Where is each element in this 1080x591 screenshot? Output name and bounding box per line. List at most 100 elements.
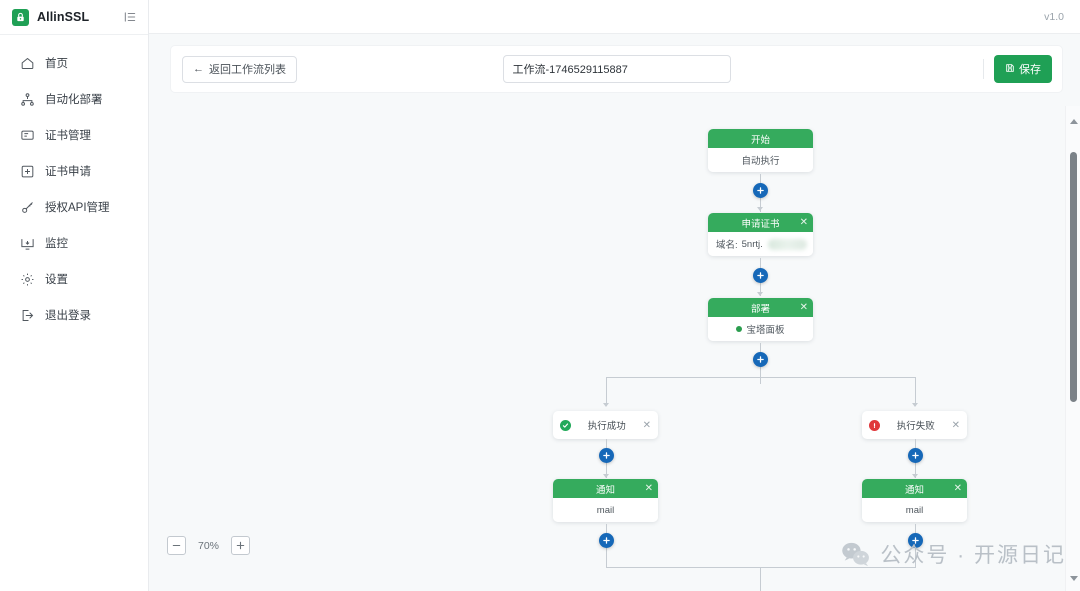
save-button[interactable]: 保存 (994, 55, 1052, 83)
brand-header: AllinSSL (0, 0, 148, 35)
canvas-scrollbar[interactable] (1065, 106, 1080, 591)
zoom-in-button[interactable] (231, 536, 251, 555)
node-notify-failure-title: 通知 (904, 484, 924, 496)
key-icon (20, 200, 35, 215)
node-notify-success-body-text: mail (596, 504, 615, 516)
add-node-button-7[interactable] (908, 533, 923, 548)
sidebar-item-label: 自动化部署 (45, 94, 103, 106)
back-to-workflow-list-button[interactable]: ← 返回工作流列表 (182, 55, 297, 83)
sidebar-item-label: 首页 (45, 58, 68, 70)
node-deploy-title: 部署 (750, 303, 770, 315)
version-label: v1.0 (1044, 10, 1064, 23)
gear-icon (20, 272, 35, 287)
edge-merge-down (760, 567, 761, 591)
workflow-canvas[interactable]: 开始 自动执行 申请证书 ✕ (149, 106, 1080, 591)
check-circle-icon (560, 419, 571, 431)
node-cert-title: 申请证书 (741, 218, 780, 230)
flow-graph: 开始 自动执行 申请证书 ✕ (149, 106, 1080, 591)
monitor-icon (20, 236, 35, 251)
top-bar: v1.0 (149, 0, 1080, 34)
sidebar-item-logout[interactable]: 退出登录 (0, 297, 148, 333)
logout-icon (20, 308, 35, 323)
node-notify-failure[interactable]: 通知 ✕ mail (862, 479, 967, 522)
sidebar-item-home[interactable]: 首页 (0, 45, 148, 81)
close-icon[interactable]: ✕ (642, 419, 651, 431)
sidebar-item-auto-deploy[interactable]: 自动化部署 (0, 81, 148, 117)
node-start-body-text: 自动执行 (741, 156, 780, 167)
edge-arrow (603, 403, 609, 407)
green-dot-icon (736, 326, 743, 332)
brand-name: AllinSSL (37, 10, 90, 24)
node-deploy-body-text: 宝塔面板 (746, 325, 785, 336)
close-icon[interactable]: ✕ (799, 301, 808, 313)
node-cert-body-label: 域名: (716, 240, 738, 251)
node-cert-body-value: 5nrtj. (741, 238, 763, 250)
scrollbar-thumb[interactable] (1070, 152, 1077, 402)
add-node-button-3[interactable] (753, 352, 768, 367)
zoom-out-button[interactable] (167, 536, 186, 555)
close-icon[interactable]: ✕ (644, 482, 653, 494)
save-button-label: 保存 (1019, 64, 1041, 76)
add-node-button-2[interactable] (753, 268, 768, 283)
caret-up-icon[interactable] (1066, 114, 1080, 128)
node-start-header: 开始 (708, 129, 813, 148)
close-icon[interactable]: ✕ (951, 419, 960, 431)
plus-square-icon (20, 164, 35, 179)
add-node-button-1[interactable] (753, 183, 768, 198)
add-node-button-4[interactable] (599, 448, 614, 463)
workflow-name-input[interactable] (502, 55, 731, 83)
close-icon[interactable]: ✕ (953, 482, 962, 494)
sidebar-item-label: 设置 (45, 274, 68, 286)
edge-arrow (912, 403, 918, 407)
add-node-button-6[interactable] (599, 533, 614, 548)
menu-collapse-icon[interactable] (123, 10, 137, 24)
sitemap-icon (20, 92, 35, 107)
sidebar-nav: 首页 自动化部署 证书管理 (0, 35, 148, 333)
add-node-button-5[interactable] (908, 448, 923, 463)
masked-domain-region (767, 238, 807, 250)
certificate-manage-icon (20, 128, 35, 143)
arrow-left-icon: ← (193, 62, 204, 75)
sidebar-item-monitor[interactable]: 监控 (0, 225, 148, 261)
sidebar-item-label: 授权API管理 (45, 202, 110, 214)
toolbar-wrapper: ← 返回工作流列表 保存 (149, 34, 1080, 92)
zoom-level-label: 70% (198, 539, 220, 552)
node-apply-certificate[interactable]: 申请证书 ✕ 域名: 5nrtj. (708, 213, 813, 256)
node-notify-failure-header: 通知 ✕ (862, 479, 967, 498)
edge-branch-right (915, 377, 916, 406)
edge-arrow (603, 474, 609, 478)
node-execution-success[interactable]: 执行成功 ✕ (553, 411, 658, 439)
toolbar-divider (983, 59, 984, 79)
node-execution-failure[interactable]: 执行失败 ✕ (862, 411, 967, 439)
node-start-body: 自动执行 (708, 148, 813, 172)
node-cert-header: 申请证书 ✕ (708, 213, 813, 232)
node-deploy-body: 宝塔面板 (708, 317, 813, 341)
node-notify-success[interactable]: 通知 ✕ mail (553, 479, 658, 522)
node-deploy[interactable]: 部署 ✕ 宝塔面板 (708, 298, 813, 341)
node-failure-label: 执行失败 (896, 421, 935, 432)
node-cert-body: 域名: 5nrtj. (708, 232, 813, 256)
branch-split-bar (606, 377, 916, 378)
error-circle-icon (869, 419, 880, 431)
edge-branch-left (606, 377, 607, 406)
node-success-label: 执行成功 (587, 421, 626, 432)
zoom-controls: 70% (167, 536, 251, 555)
home-icon (20, 56, 35, 71)
sidebar-item-label: 退出登录 (45, 310, 91, 322)
node-start[interactable]: 开始 自动执行 (708, 129, 813, 172)
lock-shield-icon (12, 8, 29, 26)
sidebar-item-cert-manage[interactable]: 证书管理 (0, 117, 148, 153)
node-notify-success-title: 通知 (595, 484, 615, 496)
caret-down-icon[interactable] (1066, 571, 1080, 585)
back-button-label: 返回工作流列表 (209, 64, 286, 76)
sidebar-item-label: 监控 (45, 238, 68, 250)
edge-arrow (757, 207, 763, 211)
close-icon[interactable]: ✕ (799, 216, 808, 228)
sidebar-item-cert-apply[interactable]: 证书申请 (0, 153, 148, 189)
node-notify-success-header: 通知 ✕ (553, 479, 658, 498)
sidebar-item-api-manage[interactable]: 授权API管理 (0, 189, 148, 225)
sidebar-item-label: 证书申请 (45, 166, 91, 178)
sidebar-item-settings[interactable]: 设置 (0, 261, 148, 297)
node-notify-failure-body-text: mail (905, 504, 924, 516)
